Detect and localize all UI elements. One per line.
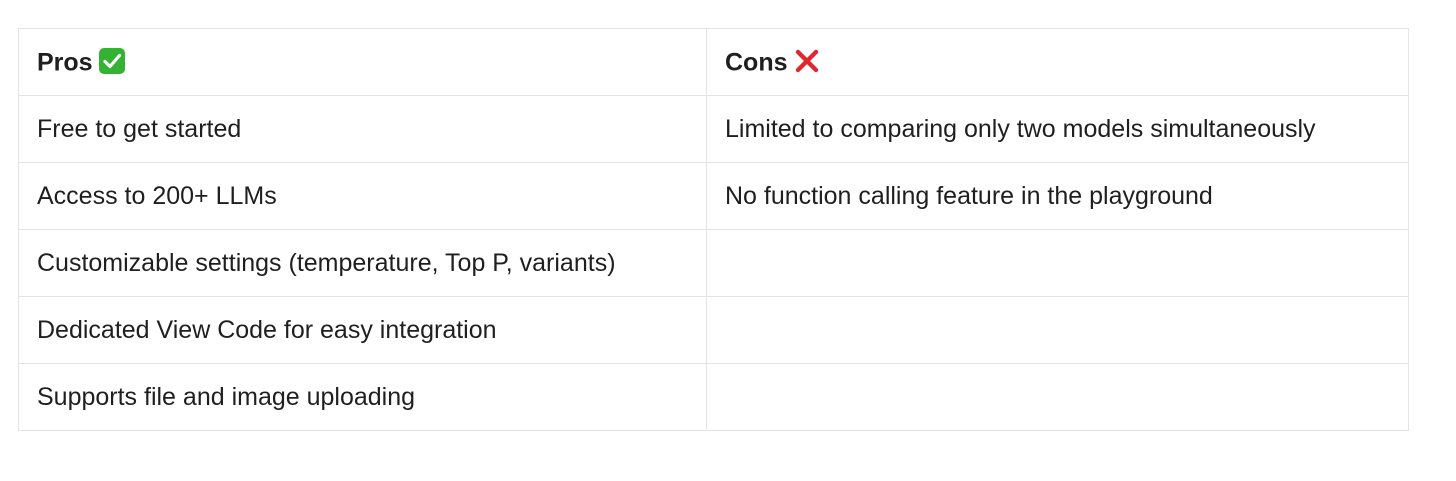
cons-cell: Limited to comparing only two models sim… <box>706 95 1409 163</box>
pros-cell: Access to 200+ LLMs <box>18 162 707 230</box>
cons-cell <box>706 363 1409 431</box>
table-row: Access to 200+ LLMs No function calling … <box>18 162 1409 230</box>
pros-cell: Dedicated View Code for easy integration <box>18 296 707 364</box>
pros-cons-table: Pros Cons Free to get started Limited to… <box>18 28 1409 431</box>
check-mark-icon <box>98 47 125 74</box>
table-row: Free to get started Limited to comparing… <box>18 95 1409 163</box>
pros-cons-table-container: Pros Cons Free to get started Limited to… <box>18 28 1409 431</box>
pros-header-label: Pros <box>37 48 93 77</box>
pros-cell: Customizable settings (temperature, Top … <box>18 229 707 297</box>
table-row: Customizable settings (temperature, Top … <box>18 229 1409 297</box>
table-row: Supports file and image uploading <box>18 363 1409 431</box>
pros-cell: Supports file and image uploading <box>18 363 707 431</box>
cons-cell: No function calling feature in the playg… <box>706 162 1409 230</box>
pros-header: Pros <box>18 28 707 96</box>
cons-header-label: Cons <box>725 48 788 77</box>
cross-mark-icon <box>794 48 820 74</box>
pros-cell: Free to get started <box>18 95 707 163</box>
table-row: Dedicated View Code for easy integration <box>18 296 1409 364</box>
table-header-row: Pros Cons <box>18 28 1409 96</box>
cons-header: Cons <box>706 28 1409 96</box>
cons-cell <box>706 296 1409 364</box>
cons-cell <box>706 229 1409 297</box>
